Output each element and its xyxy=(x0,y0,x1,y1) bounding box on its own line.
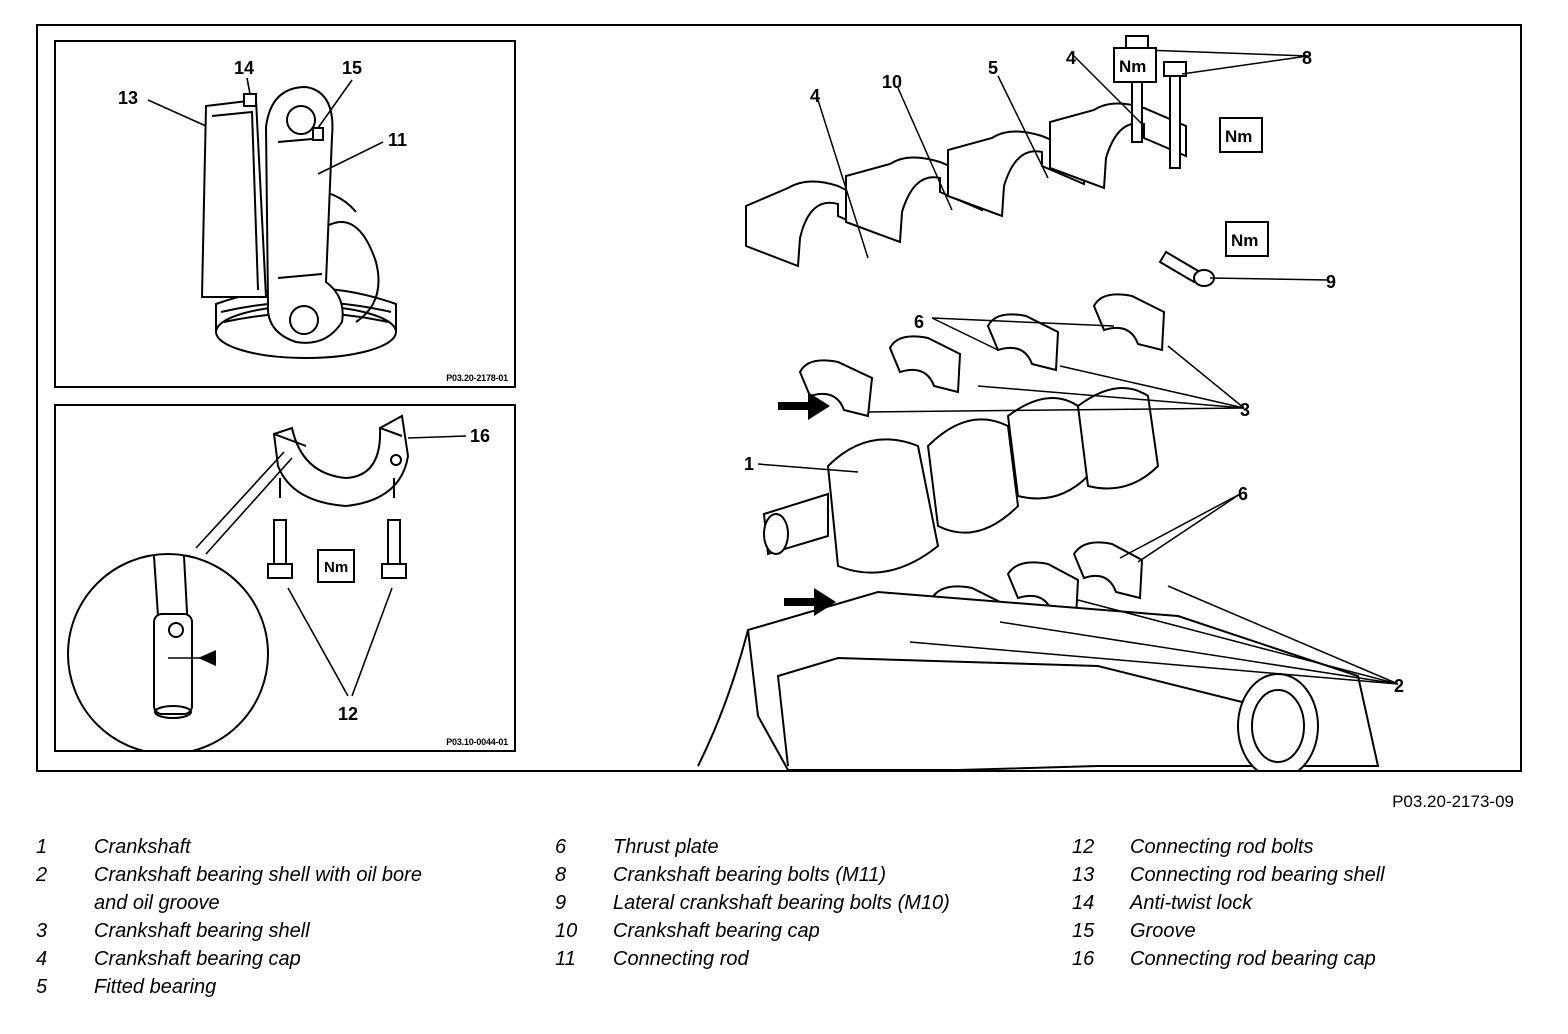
torque-label-m11-right: Nm xyxy=(1225,127,1252,146)
callout-4-right: 4 xyxy=(1066,48,1076,68)
callout-2: 2 xyxy=(1394,676,1404,696)
callout-5: 5 xyxy=(988,58,998,78)
torque-label-m11-left: Nm xyxy=(1119,57,1146,76)
callout-9: 9 xyxy=(1326,272,1336,292)
callout-6-top: 6 xyxy=(914,312,924,332)
callout-12: 12 xyxy=(338,704,358,724)
callout-4-left: 4 xyxy=(810,86,820,106)
callout-8: 8 xyxy=(1302,48,1312,68)
callout-10: 10 xyxy=(882,72,902,92)
diagram-frame: 13 14 15 11 P03.20-2178-01 xyxy=(36,24,1522,772)
torque-label-m10: Nm xyxy=(1231,231,1258,250)
inset-connecting-rod: 13 14 15 11 P03.20-2178-01 xyxy=(54,40,516,388)
callout-14: 14 xyxy=(234,58,254,78)
callout-1: 1 xyxy=(744,454,754,474)
callout-3: 3 xyxy=(1240,400,1250,420)
crankshaft-exploded-view: Nm Nm Nm 4 10 5 4 8 9 6 3 1 6 2 xyxy=(697,35,1404,770)
callout-6-bottom: 6 xyxy=(1238,484,1248,504)
inset-top-code: P03.20-2178-01 xyxy=(446,373,508,383)
figure-code: P03.20-2173-09 xyxy=(1392,792,1514,811)
inset-bearing-cap: Nm 16 12 P03.10-0044-01 xyxy=(54,404,516,755)
callout-13: 13 xyxy=(118,88,138,108)
callout-16: 16 xyxy=(470,426,490,446)
inset-bottom-code: P03.10-0044-01 xyxy=(446,737,508,747)
torque-label-inset: Nm xyxy=(324,559,348,576)
bearing-cap-drawing: Nm 16 12 xyxy=(67,414,490,755)
callout-15: 15 xyxy=(342,58,362,78)
callout-11: 11 xyxy=(388,130,407,150)
connecting-rod-drawing: 13 14 15 11 xyxy=(118,58,407,359)
